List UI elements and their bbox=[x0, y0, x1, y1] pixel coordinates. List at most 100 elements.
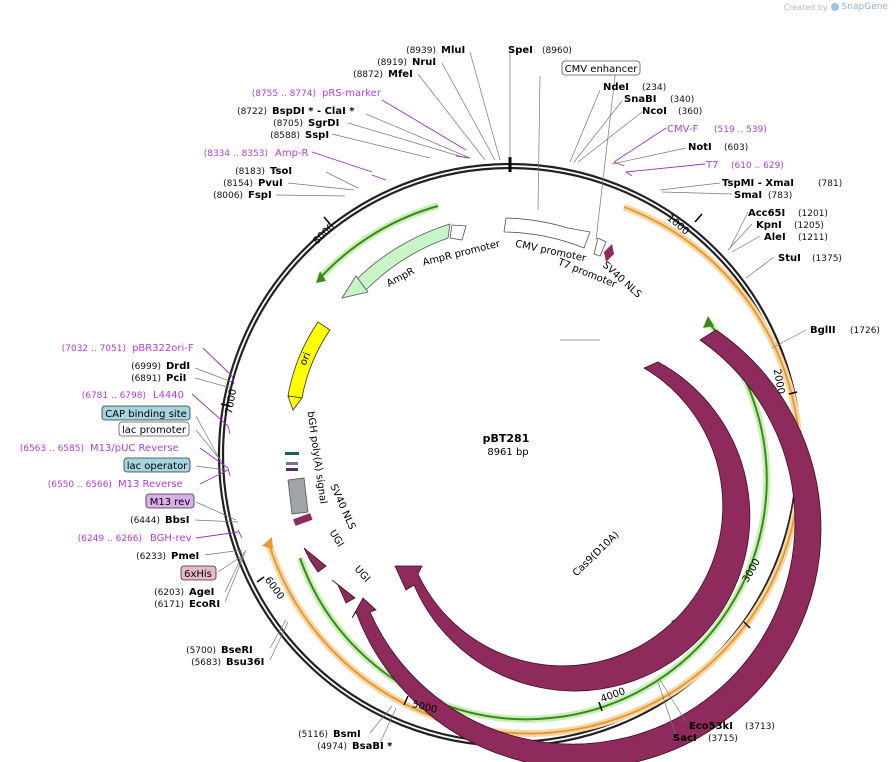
enzyme-pos: (8588) bbox=[270, 131, 300, 141]
primer-name: Amp-R bbox=[275, 148, 309, 159]
ugi-label-1: UGI bbox=[327, 528, 346, 549]
enzyme-pos: (8154) bbox=[223, 179, 253, 189]
enzyme-name: BglII bbox=[810, 325, 836, 336]
enzyme-name: SpeI bbox=[508, 45, 533, 56]
primer-mark-t7 bbox=[625, 171, 633, 177]
leader-lines bbox=[194, 51, 807, 744]
enzyme-pos: (234) bbox=[642, 83, 666, 93]
enzyme-pos: (1375) bbox=[812, 254, 842, 264]
cap-feature bbox=[285, 452, 299, 455]
enzyme-name: NcoI bbox=[642, 106, 667, 117]
lac-promoter-feature bbox=[286, 462, 298, 465]
enzyme-pos: (8183) bbox=[235, 167, 265, 177]
enzyme-name: BbsI bbox=[165, 515, 189, 526]
credit-created-by: Created by bbox=[783, 2, 828, 12]
enzyme-labels-left: (8939) MluI (8919) NruI (8872) MfeI (872… bbox=[130, 45, 465, 752]
enzyme-name: MluI bbox=[441, 45, 465, 56]
sv40-nls-feature-1 bbox=[293, 513, 313, 526]
enzyme-pos: (1211) bbox=[798, 233, 828, 243]
enzyme-name: NotI bbox=[688, 142, 712, 153]
bgh-polya-label: bGH poly(A) signal bbox=[305, 411, 329, 505]
orf-green-halo bbox=[296, 319, 771, 723]
tick-marks bbox=[220, 213, 798, 712]
enzyme-name: Eco53kI bbox=[689, 721, 733, 732]
cap-binding-label: CAP binding site bbox=[105, 409, 187, 420]
enzyme-pos: (6891) bbox=[131, 374, 161, 384]
cmv-promoter-feature bbox=[503, 217, 591, 249]
primer-labels: (8755 .. 8774) pRS-marker (8334 .. 8353)… bbox=[20, 88, 784, 544]
enzyme-pos: (8960) bbox=[542, 46, 572, 56]
lac-operator-feature bbox=[286, 468, 298, 471]
plasmid-length: 8961 bp bbox=[487, 447, 528, 458]
bgh-polya-feature bbox=[287, 477, 309, 515]
enzyme-name: BspDI * - ClaI * bbox=[272, 106, 355, 117]
enzyme-pos: (360) bbox=[678, 107, 702, 117]
primer-pos: (6550 .. 6566) bbox=[48, 480, 112, 490]
enzyme-pos: (5116) bbox=[298, 730, 328, 740]
primer-pos: (8334 .. 8353) bbox=[204, 149, 268, 159]
enzyme-pos: (5700) bbox=[186, 646, 216, 656]
his-tag-box bbox=[180, 565, 217, 581]
enzyme-pos: (6233) bbox=[136, 552, 166, 562]
primer-pos: (519 .. 539) bbox=[714, 125, 767, 135]
cmv-enhancer-box bbox=[561, 60, 641, 76]
primer-mark-pbr bbox=[231, 375, 235, 385]
enzyme-name: Acc65I bbox=[748, 208, 785, 219]
enzyme-name: KpnI bbox=[756, 220, 782, 231]
enzyme-name: BseRI bbox=[221, 645, 253, 656]
enzyme-pos: (603) bbox=[724, 143, 748, 153]
cmv-enhancer-label: CMV enhancer bbox=[565, 64, 639, 75]
credit-brand: SnapGene bbox=[841, 2, 888, 12]
enzyme-name: EcoRI bbox=[189, 599, 220, 610]
enzyme-pos: (3713) bbox=[745, 722, 775, 732]
tick-label: 8000 bbox=[311, 221, 337, 247]
enzyme-pos: (8872) bbox=[353, 70, 383, 80]
enzyme-name: StuI bbox=[778, 253, 801, 264]
enzyme-pos: (6999) bbox=[131, 362, 161, 372]
ampr-arrowhead bbox=[341, 275, 369, 299]
enzyme-name: TsoI bbox=[270, 166, 292, 177]
enzyme-pos: (6444) bbox=[130, 516, 160, 526]
t7-promoter-feature bbox=[593, 237, 607, 257]
enzyme-pos: (8006) bbox=[213, 191, 243, 201]
cas9-label: Cas9 bbox=[634, 598, 659, 623]
enzyme-pos: (781) bbox=[818, 179, 842, 189]
enzyme-name: AgeI bbox=[189, 587, 214, 598]
enzyme-name: SspI bbox=[305, 130, 329, 141]
enzyme-pos: (340) bbox=[670, 95, 694, 105]
primer-mark-cmvf bbox=[613, 161, 625, 167]
cas9-feature bbox=[351, 329, 822, 762]
primer-name: M13/pUC Reverse bbox=[90, 443, 179, 454]
enzyme-pos: (8919) bbox=[377, 58, 407, 68]
tick-label: 7000 bbox=[224, 388, 239, 415]
orf-green-arrowhead bbox=[703, 316, 714, 328]
sv40-nls-label-bottom: SV40 NLS bbox=[327, 483, 357, 532]
enzyme-name: DrdI bbox=[166, 361, 190, 372]
enzyme-name: MfeI bbox=[388, 69, 413, 80]
enzyme-name: SgrDI bbox=[308, 118, 339, 129]
enzyme-name: NruI bbox=[412, 57, 436, 68]
enzyme-pos: (5683) bbox=[191, 658, 221, 668]
enzyme-pos: (783) bbox=[768, 191, 792, 201]
enzyme-name: PvuI bbox=[258, 178, 283, 189]
enzyme-pos: (3715) bbox=[708, 734, 738, 744]
ugi-feature-2 bbox=[331, 579, 356, 604]
snapgene-logo-icon bbox=[830, 3, 839, 11]
primer-name: T7 bbox=[705, 160, 718, 171]
enzyme-name: BsmI bbox=[333, 729, 361, 740]
enzyme-pos: (6171) bbox=[154, 600, 184, 610]
enzyme-pos: (1726) bbox=[850, 326, 880, 336]
ori-arrowhead bbox=[287, 395, 303, 411]
orf-orange-line bbox=[267, 206, 802, 735]
enzyme-labels-right: SpeI (8960) NdeI (234) SnaBI (340) NcoI … bbox=[508, 45, 880, 744]
primer-mark-m13 bbox=[227, 467, 231, 477]
lac-operator-label: lac operator bbox=[127, 461, 188, 472]
primer-pos: (7032 .. 7051) bbox=[62, 344, 126, 354]
primer-name: BGH-rev bbox=[150, 533, 192, 544]
lac-operator-box bbox=[123, 457, 191, 473]
primer-name: pBR322ori-F bbox=[132, 343, 194, 354]
primer-leader-lines bbox=[191, 99, 706, 539]
plasmid-name: pBT281 bbox=[483, 432, 530, 445]
primer-name: CMV-F bbox=[667, 124, 698, 135]
enzyme-pos: (8705) bbox=[273, 119, 303, 129]
